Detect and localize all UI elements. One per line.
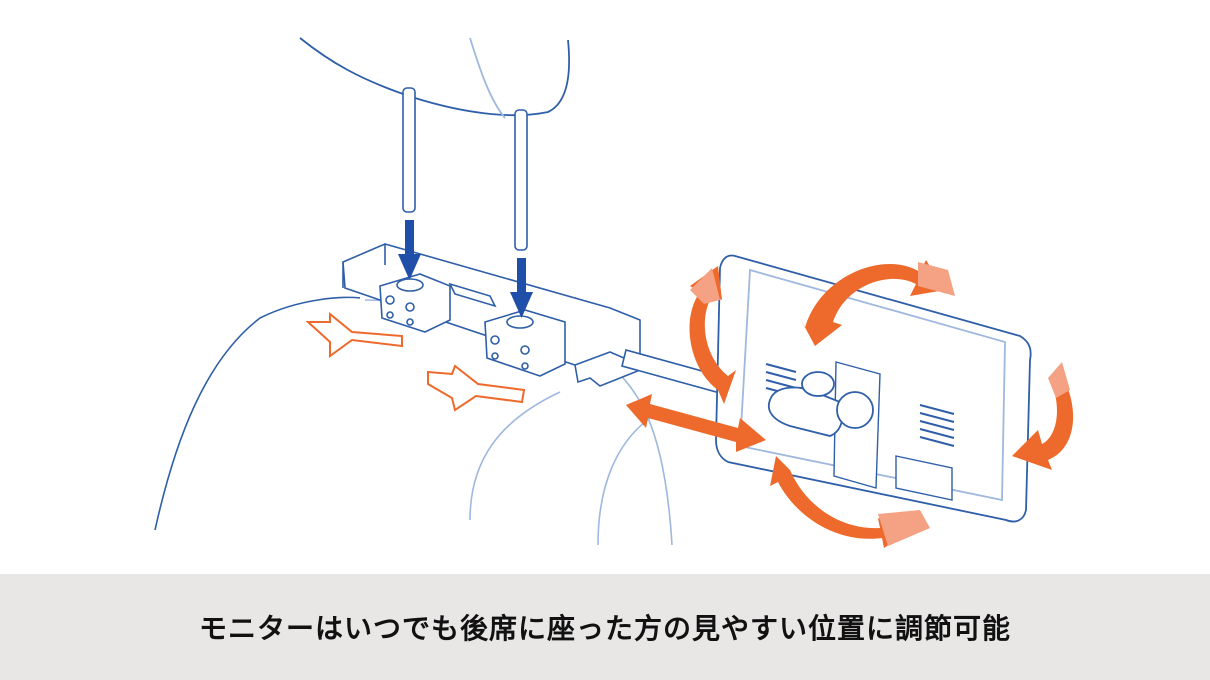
curved-arrow-icon	[1048, 362, 1070, 398]
clamp-left	[379, 273, 451, 333]
headrest-post-right	[514, 109, 528, 251]
caption-bar: モニターはいつでも後席に座った方の見やすい位置に調節可能	[0, 574, 1210, 680]
arrow-down-icon	[510, 258, 533, 318]
double-arrow-icon	[427, 364, 526, 412]
monitor-mount-illustration	[154, 37, 1074, 548]
caption-text: モニターはいつでも後席に座った方の見やすい位置に調節可能	[198, 612, 1011, 645]
arrow-down-icon	[398, 220, 421, 280]
headrest-post-left	[402, 87, 416, 213]
monitor	[715, 254, 1032, 523]
ball-joint	[768, 371, 874, 437]
vent-grille-right	[919, 404, 955, 447]
headrest	[299, 37, 570, 119]
headrest-posts	[402, 87, 528, 251]
curved-arrow-icon	[878, 510, 930, 546]
curved-arrow-icon	[918, 262, 955, 296]
label-plate	[895, 455, 953, 501]
double-arrow-icon	[626, 394, 766, 452]
clamp-right	[484, 309, 566, 377]
curved-arrow-icon	[690, 268, 720, 304]
double-arrow-icon	[305, 311, 403, 358]
curved-arrow-icon	[800, 260, 945, 346]
